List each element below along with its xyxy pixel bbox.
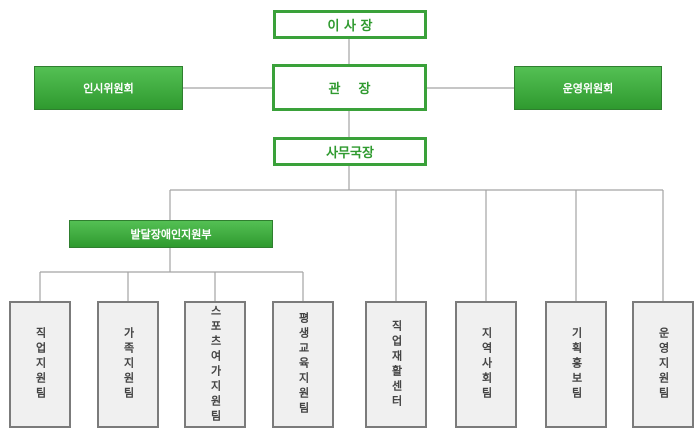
chairman-box: 이 사 장: [273, 10, 427, 39]
personnel-committee-box: 인시위원회: [34, 66, 183, 110]
team-box-lifelong-education: 평생교육지원팀: [272, 301, 334, 428]
team-label: 가족지원팀: [122, 327, 136, 402]
unit-box-community-team: 지역사회팀: [455, 301, 517, 428]
unit-label: 지역사회팀: [480, 327, 494, 402]
team-box-family-support: 가족지원팀: [97, 301, 159, 428]
team-label: 직업지원팀: [34, 327, 48, 402]
department-box: 발달장애인지원부: [69, 220, 273, 248]
department-label: 발달장애인지원부: [130, 228, 212, 241]
unit-box-vocational-rehab-center: 직업재활센터: [365, 301, 427, 428]
director-label: 관 장: [328, 82, 371, 97]
chairman-label: 이 사 장: [327, 19, 373, 34]
director-box: 관 장: [272, 64, 427, 111]
unit-label: 직업재활센터: [390, 319, 404, 410]
operating-committee-label: 운영위원회: [562, 82, 614, 95]
team-label: 스포츠여가지원팀: [209, 304, 223, 425]
secretary-general-box: 사무국장: [273, 137, 427, 166]
team-box-sports-leisure: 스포츠여가지원팀: [184, 301, 246, 428]
unit-box-operations-support-team: 운영지원팀: [632, 301, 694, 428]
personnel-committee-label: 인시위원회: [83, 82, 134, 95]
operating-committee-box: 운영위원회: [514, 66, 662, 110]
unit-label: 운영지원팀: [657, 327, 671, 402]
secretary-general-label: 사무국장: [326, 146, 374, 161]
unit-box-planning-pr-team: 기획홍보팀: [545, 301, 607, 428]
team-label: 평생교육지원팀: [297, 312, 311, 417]
unit-label: 기획홍보팀: [570, 327, 584, 402]
team-box-vocational-support: 직업지원팀: [9, 301, 71, 428]
